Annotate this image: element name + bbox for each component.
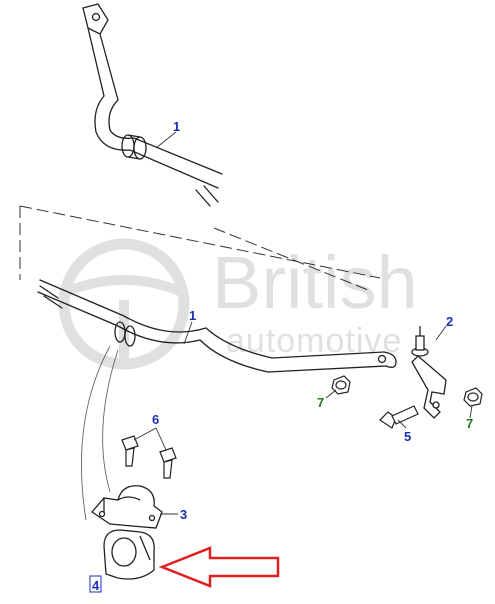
callout-6[interactable]: 6 (152, 412, 159, 427)
assembly-guide-lines (80, 345, 119, 521)
leader-lines (133, 131, 473, 515)
callout-5[interactable]: 5 (404, 429, 411, 444)
stabilizer-bar-upper (82, 3, 223, 207)
watermark-brand: British (212, 241, 418, 324)
watermark: British automotive (58, 238, 418, 370)
detail-projection-lines (19, 205, 381, 291)
highlight-arrow-icon (158, 546, 280, 588)
watermark-steering-wheel-icon (58, 238, 190, 370)
callout-4-selection-box (89, 575, 102, 593)
callout-1-lower[interactable]: 1 (189, 308, 196, 323)
callout-4[interactable]: 4 (92, 578, 100, 593)
bushing (103, 529, 155, 580)
link-bolt-icon (379, 405, 419, 429)
callout-2[interactable]: 2 (446, 314, 453, 329)
callout-3[interactable]: 3 (180, 507, 187, 522)
clamp-bolt-icon-right (159, 447, 177, 479)
callout-7-left[interactable]: 7 (317, 395, 324, 410)
nut-icon-right (463, 387, 483, 407)
stabilizer-link (411, 326, 447, 419)
watermark-tagline: automotive (226, 322, 402, 360)
callouts: 1 1 2 3 4 5 6 7 7 (89, 119, 473, 593)
stabilizer-bar-lower (37, 279, 397, 373)
clamp-bolt-icon-left (121, 435, 139, 467)
nut-icon-left (331, 375, 351, 395)
callout-1-upper[interactable]: 1 (173, 119, 180, 134)
bushing-clamp (91, 485, 163, 529)
callout-7-right[interactable]: 7 (466, 416, 473, 431)
